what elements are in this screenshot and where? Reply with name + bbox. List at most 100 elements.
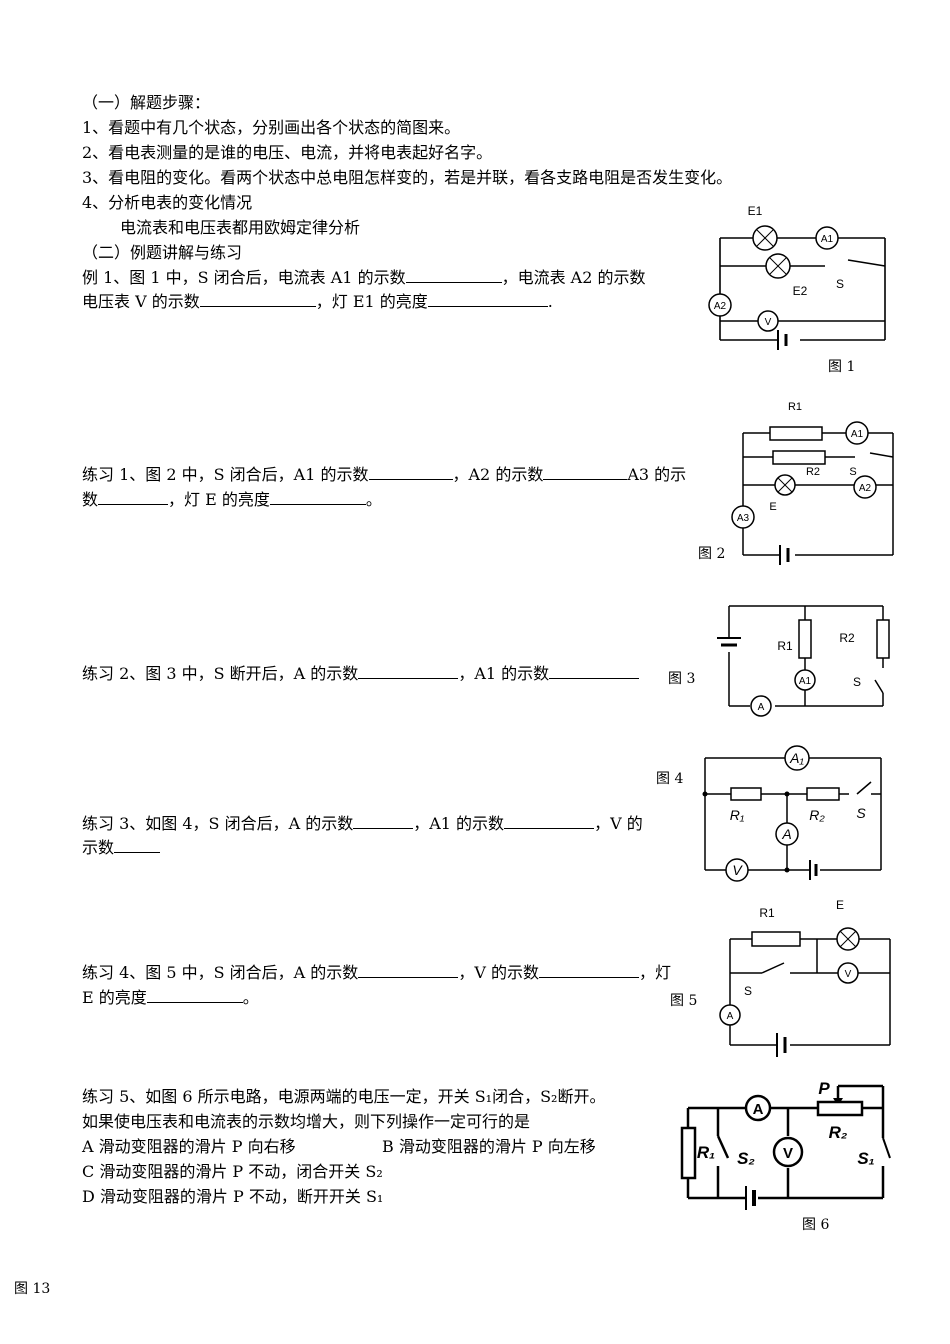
ammeter-icon xyxy=(744,1094,772,1122)
answer-blank[interactable] xyxy=(269,490,366,505)
figure-3-caption: 图 3 xyxy=(668,671,696,687)
label-a: A xyxy=(758,702,765,713)
step-4: 4、分析电表的变化情况 xyxy=(82,193,253,212)
lamp-icon xyxy=(774,474,796,496)
ammeter-icon xyxy=(731,505,755,529)
label-r2: R2 xyxy=(839,631,855,645)
step-3: 3、看电阻的变化。看两个状态中总电阻怎样变的，若是并联，看各支路电阻是否发生变化… xyxy=(82,168,733,187)
examples-heading: （二）例题讲解与练习 xyxy=(82,243,243,262)
label-s2: S₂ xyxy=(737,1149,755,1168)
answer-blank[interactable] xyxy=(549,664,640,679)
label-a1: A₁ xyxy=(789,750,804,766)
rheostat-icon xyxy=(816,1100,864,1117)
resistor-icon xyxy=(806,787,840,801)
resistor-icon xyxy=(876,619,890,659)
answer-blank[interactable] xyxy=(538,963,639,978)
label-e: E xyxy=(836,898,844,912)
label-a3: A3 xyxy=(737,513,750,524)
resistor-icon xyxy=(769,426,823,441)
label-r2: R2 xyxy=(806,466,820,478)
answer-blank[interactable] xyxy=(358,963,459,978)
answer-blank[interactable] xyxy=(114,838,161,853)
ammeter-icon xyxy=(794,669,816,691)
resistor-icon xyxy=(772,450,826,465)
figure-3-circuit: R1 R2 A1 S A xyxy=(717,605,890,717)
label-v: V xyxy=(732,862,743,878)
figure-5-caption: 图 5 xyxy=(670,993,698,1009)
label-s: S xyxy=(856,805,866,821)
figure-6-caption: 图 6 xyxy=(802,1217,830,1233)
label-s: S xyxy=(744,984,752,998)
label-a2: A2 xyxy=(859,483,872,494)
figure-6-circuit: P A R₂ R₁ S₂ V S₁ xyxy=(680,1079,891,1210)
exercise-3-line-2: 示数 xyxy=(82,838,161,858)
figure-2-circuit: R1 A1 R2 S E A2 A3 xyxy=(731,401,894,565)
answer-blank[interactable] xyxy=(504,814,595,829)
answer-blank[interactable] xyxy=(146,988,243,1003)
ammeter-icon xyxy=(775,822,799,846)
resistor-icon xyxy=(730,787,762,801)
answer-blank[interactable] xyxy=(353,814,414,829)
figure-1-circuit: E1 A1 E2 S A2 V xyxy=(708,204,886,350)
answer-blank[interactable] xyxy=(405,268,502,283)
label-s: S xyxy=(836,277,844,291)
label-v: V xyxy=(845,969,852,980)
ammeter-icon xyxy=(784,745,810,771)
option-c: C 滑动变阻器的滑片 P 不动，闭合开关 S₂ xyxy=(82,1162,383,1181)
exercise-4-line-2: E 的亮度。 xyxy=(82,988,259,1007)
answer-blank[interactable] xyxy=(358,664,459,679)
figure-5-circuit: R1 E V S A xyxy=(719,898,891,1057)
ammeter-icon xyxy=(719,1004,741,1026)
answer-blank[interactable] xyxy=(199,292,316,307)
exercise-5-line-2: 如果使电压表和电流表的示数均增大，则下列操作一定可行的是 xyxy=(82,1112,531,1131)
label-a1: A1 xyxy=(821,234,834,245)
label-r1: R1 xyxy=(788,401,802,413)
example-1-line-2: 电压表 V 的示数，灯 E1 的亮度. xyxy=(82,292,553,311)
label-a: A xyxy=(727,1011,734,1022)
label-r2: R₂ xyxy=(829,1123,848,1142)
label-p: P xyxy=(818,1079,830,1098)
answer-blank[interactable] xyxy=(368,465,453,480)
label-s1: S₁ xyxy=(857,1149,874,1168)
exercise-5-line-1: 练习 5、如图 6 所示电路，电源两端的电压一定，开关 S₁闭合，S₂断开。 xyxy=(82,1087,606,1106)
voltmeter-icon xyxy=(837,962,859,984)
footer-figure-label: 图 13 xyxy=(14,1281,51,1297)
answer-blank[interactable] xyxy=(98,490,169,505)
ammeter-icon xyxy=(708,293,732,317)
resistor-icon xyxy=(798,619,812,659)
exercise-2-line: 练习 2、图 3 中，S 断开后，A 的示数，A1 的示数 xyxy=(82,664,640,684)
step-1: 1、看题中有几个状态，分别画出各个状态的简图来。 xyxy=(82,118,461,137)
step-4-note: 电流表和电压表都用欧姆定律分析 xyxy=(120,218,361,237)
ammeter-icon xyxy=(845,421,869,445)
label-s: S xyxy=(849,466,856,478)
option-b: B 滑动变阻器的滑片 P 向左移 xyxy=(382,1137,596,1156)
resistor-icon xyxy=(680,1126,697,1180)
answer-blank[interactable] xyxy=(427,292,548,307)
figure-4-circuit: A₁ R₁ R₂ S A V xyxy=(702,745,882,882)
example-1-line-1: 例 1、图 1 中，S 闭合后，电流表 A1 的示数，电流表 A2 的示数 xyxy=(82,268,646,287)
resistor-icon xyxy=(751,931,801,947)
voltmeter-icon xyxy=(772,1136,804,1168)
label-r1: R₁ xyxy=(697,1143,715,1162)
option-d: D 滑动变阻器的滑片 P 不动，断开开关 S₁ xyxy=(82,1187,384,1206)
label-r1: R1 xyxy=(777,639,793,653)
exercise-3-line-1: 练习 3、如图 4，S 闭合后，A 的示数，A1 的示数，V 的 xyxy=(82,814,643,833)
steps-heading: （一）解题步骤： xyxy=(82,93,211,112)
exercise-4-line-1: 练习 4、图 5 中，S 闭合后，A 的示数，V 的示数，灯 xyxy=(82,963,671,982)
label-a1: A1 xyxy=(799,676,812,687)
lamp-icon xyxy=(765,253,791,279)
option-a: A 滑动变阻器的滑片 P 向右移 xyxy=(82,1137,296,1156)
step-2: 2、看电表测量的是谁的电压、电流，并将电表起好名字。 xyxy=(82,143,493,162)
answer-blank[interactable] xyxy=(543,465,628,480)
exercise-1-line-2: 数，灯 E 的亮度。 xyxy=(82,490,382,509)
lamp-icon xyxy=(836,927,860,951)
figure-4-caption: 图 4 xyxy=(656,771,684,787)
label-s: S xyxy=(853,675,861,689)
label-a: A xyxy=(753,1101,764,1118)
figure-1-caption: 图 1 xyxy=(828,359,856,375)
label-a2: A2 xyxy=(714,301,727,312)
label-v: V xyxy=(765,317,772,328)
voltmeter-icon xyxy=(757,310,779,332)
label-a: A xyxy=(781,826,791,842)
lamp-icon xyxy=(752,225,778,251)
